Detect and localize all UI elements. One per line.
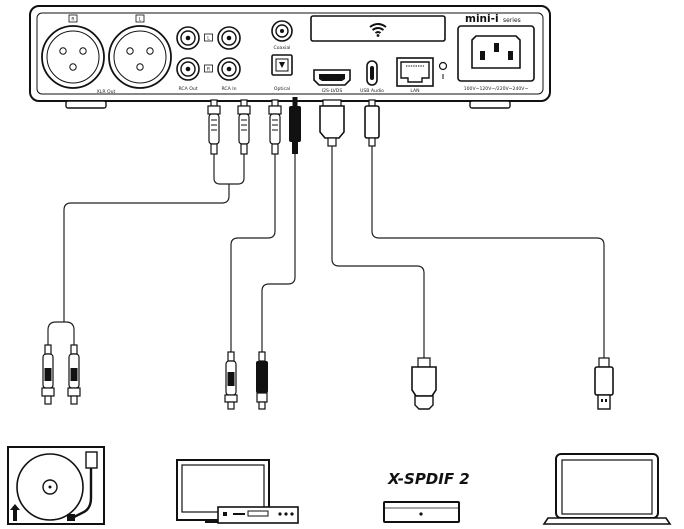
- coax-plug-free-black: [256, 351, 268, 410]
- power-inlet: [457, 25, 535, 82]
- brand-logo: mini-i series: [465, 13, 521, 25]
- rca-left-mark: L: [207, 36, 210, 42]
- usb-audio-port: [366, 60, 378, 86]
- rca-in-right-jack: [217, 57, 241, 81]
- rca-plug-turntable-left: [207, 99, 221, 155]
- lan-port: [396, 57, 434, 87]
- optical-port: [271, 54, 293, 76]
- xlr-out-label: XLR Out: [97, 89, 116, 95]
- device-foot-right: [469, 100, 511, 109]
- optical-plug: [289, 97, 301, 154]
- optical-label: Optical: [274, 86, 290, 92]
- rca-plug-turntable-right: [237, 99, 251, 155]
- rca-plug-free-right: [67, 344, 81, 405]
- power-label: 100V~120V~/220V~240V~: [464, 86, 529, 92]
- wifi-icon: [369, 23, 387, 37]
- x-spdif-2-bridge-icon: X-SPDIF 2: [383, 470, 470, 523]
- device-rear-panel: R L XLR Out L R RCA Out RCA In: [29, 5, 551, 109]
- rca-plug-free-left: [41, 344, 55, 405]
- brand-name: mini-i: [465, 13, 499, 25]
- rca-out-left-jack: [176, 26, 200, 50]
- x-spdif-2-label: X-SPDIF 2: [387, 470, 470, 488]
- rca-in-left-jack: [217, 26, 241, 50]
- xlr-right-mark: R: [71, 17, 75, 23]
- usb-audio-label: USB Audio: [360, 88, 384, 94]
- tv-with-player-icon: [176, 459, 299, 524]
- usb-plug: [364, 99, 380, 147]
- rca-plug-free-tv: [224, 351, 238, 410]
- coaxial-jack: [271, 20, 293, 42]
- hdmi-plug-free: [411, 357, 437, 410]
- brand-suffix: series: [503, 17, 521, 24]
- status-led: [438, 61, 448, 71]
- usb-plug-free: [594, 357, 614, 410]
- cable-hdmi: [331, 146, 425, 358]
- device-foot-left: [65, 100, 107, 109]
- wifi-module: [310, 15, 446, 42]
- xlr-left-mark: L: [139, 17, 142, 23]
- lan-label: LAN: [410, 88, 419, 94]
- i2s-hdmi-port: [313, 69, 351, 86]
- rca-in-label: RCA In: [221, 86, 236, 92]
- rca-plug-coaxial: [268, 99, 282, 155]
- cable-usb: [371, 146, 605, 358]
- coaxial-label: Coaxial: [274, 45, 291, 51]
- hdmi-plug: [319, 99, 345, 147]
- laptop-icon: [542, 453, 672, 525]
- rca-out-right-jack: [176, 57, 200, 81]
- xlr-right-connector: [41, 25, 105, 89]
- i2s-label: I2S-LVDS: [322, 88, 343, 94]
- cable-optical: [261, 154, 296, 352]
- cable-turntable: [47, 154, 245, 345]
- rca-right-mark: R: [207, 67, 211, 73]
- xlr-left-connector: [108, 25, 172, 89]
- turntable-icon: [7, 446, 105, 525]
- rca-out-label: RCA Out: [178, 86, 197, 92]
- cable-tv: [230, 154, 276, 352]
